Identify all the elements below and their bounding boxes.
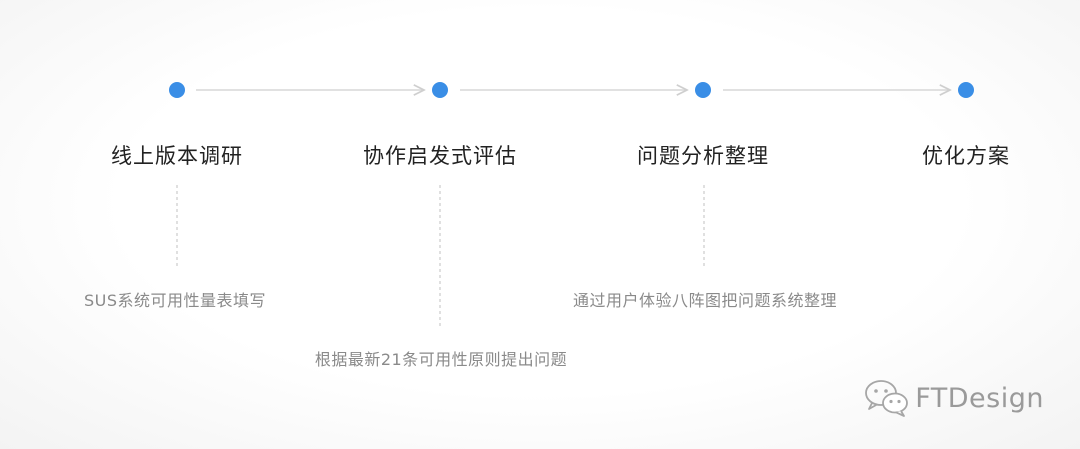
watermark: FTDesign [863,378,1044,418]
step-title-2: 协作启发式评估 [363,144,517,168]
step-node-2 [432,82,448,98]
watermark-text: FTDesign [915,382,1044,414]
step-desc-2: 根据最新21条可用性原则提出问题 [314,350,568,369]
step-title-4: 优化方案 [922,144,1010,168]
step-node-4 [958,82,974,98]
step-node-3 [695,82,711,98]
step-title-3: 问题分析整理 [637,144,769,168]
step-title-1: 线上版本调研 [111,144,243,168]
wechat-icon [865,380,909,417]
step-desc-1: SUS系统可用性量表填写 [83,291,267,310]
step-node-1 [169,82,185,98]
step-desc-3: 通过用户体验八阵图把问题系统整理 [572,291,838,310]
